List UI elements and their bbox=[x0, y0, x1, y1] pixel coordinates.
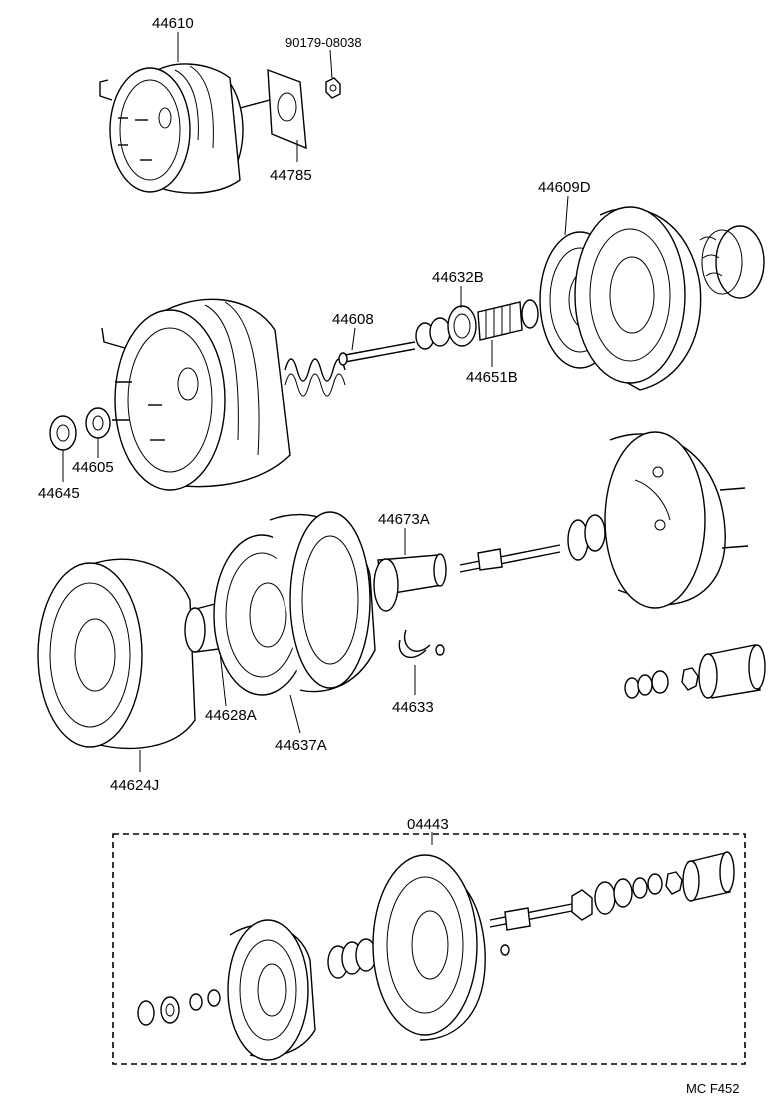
return-spring bbox=[284, 358, 346, 397]
label-44633: 44633 bbox=[392, 699, 434, 716]
rear-spring bbox=[699, 225, 765, 299]
valve-body-44673A bbox=[373, 553, 447, 612]
push-rod-44608 bbox=[338, 341, 416, 366]
leader-lines bbox=[62, 32, 569, 845]
rear-shell-44624J bbox=[37, 558, 196, 750]
part-labels: 44610 90179-08038 44785 44609D 44632B 44… bbox=[38, 15, 739, 1096]
label-44610: 44610 bbox=[152, 15, 194, 32]
kit-04443-frame bbox=[112, 833, 746, 1065]
key-44633 bbox=[398, 629, 445, 659]
label-90179-08038: 90179-08038 bbox=[285, 35, 362, 50]
label-44608: 44608 bbox=[332, 311, 374, 328]
footer-code: MC F452 bbox=[686, 1081, 739, 1096]
gasket-44785 bbox=[267, 68, 307, 150]
valve-body-44651B bbox=[477, 299, 539, 341]
label-44605: 44605 bbox=[72, 459, 114, 476]
diaphragm-44609D bbox=[539, 206, 702, 391]
booster-assembly-44610 bbox=[99, 63, 271, 194]
kit-04443-parts bbox=[137, 851, 735, 1061]
label-44609D: 44609D bbox=[538, 179, 591, 196]
label-44632B: 44632B bbox=[432, 269, 484, 286]
operating-rod bbox=[459, 544, 561, 573]
front-shell bbox=[101, 298, 291, 491]
label-44651B: 44651B bbox=[466, 369, 518, 386]
label-04443: 04443 bbox=[407, 816, 449, 833]
boot-and-silencers bbox=[624, 644, 766, 699]
label-44624J: 44624J bbox=[110, 777, 159, 794]
label-44785: 44785 bbox=[270, 167, 312, 184]
label-44637A: 44637A bbox=[275, 737, 327, 754]
rear-shell-assembly bbox=[567, 431, 749, 609]
label-44673A: 44673A bbox=[378, 511, 430, 528]
gasket-44605 bbox=[85, 407, 111, 439]
nut-90179-08038 bbox=[325, 77, 341, 99]
diaphragm-44637A bbox=[213, 511, 376, 696]
label-44645: 44645 bbox=[38, 485, 80, 502]
retainer-44645 bbox=[49, 415, 77, 451]
label-44628A: 44628A bbox=[205, 707, 257, 724]
reaction-disc-44632B bbox=[415, 305, 477, 350]
